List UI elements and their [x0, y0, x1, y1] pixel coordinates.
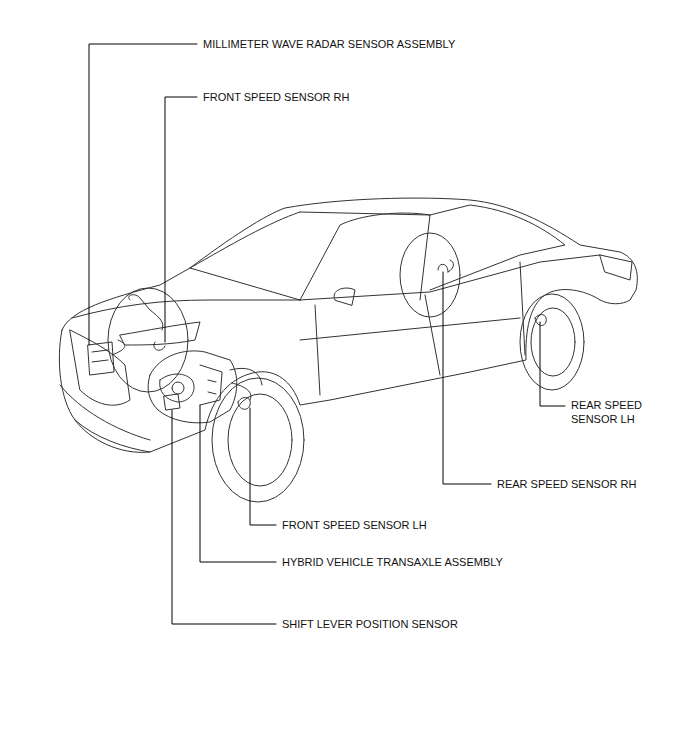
front-left-wheel-rim — [228, 394, 292, 486]
car-hood — [72, 268, 300, 318]
hybrid-transaxle — [148, 351, 262, 423]
leader-line — [250, 408, 276, 525]
part-label: REAR SPEED SENSOR LH — [571, 398, 651, 426]
leader-line — [443, 272, 491, 484]
car-beltline — [300, 255, 600, 300]
rear-speed-sensor-lh — [535, 315, 546, 326]
car-rear-window — [430, 205, 565, 290]
car-taillamp — [600, 255, 632, 280]
shift-lever-sensor — [164, 394, 180, 410]
car-windshield — [190, 212, 430, 300]
leader-line — [172, 410, 276, 624]
leader-line — [200, 405, 276, 562]
part-label: REAR SPEED SENSOR RH — [497, 477, 636, 491]
part-label: FRONT SPEED SENSOR LH — [282, 518, 427, 532]
leader-lines — [89, 44, 565, 624]
part-label: HYBRID VEHICLE TRANSAXLE ASSEMBLY — [282, 555, 503, 569]
part-label: SHIFT LEVER POSITION SENSOR — [282, 617, 458, 631]
car-mirror — [334, 288, 355, 305]
front-speed-sensor-rh — [129, 295, 165, 351]
car-bumper — [60, 385, 150, 452]
part-label: MILLIMETER WAVE RADAR SENSOR ASSEMBLY — [203, 37, 455, 51]
leader-line — [165, 97, 197, 342]
rear-left-wheel — [520, 294, 584, 390]
leader-line — [89, 44, 197, 345]
radar-sensor — [88, 340, 125, 375]
part-label: FRONT SPEED SENSOR RH — [203, 90, 350, 104]
car-grille — [70, 330, 130, 405]
front-right-wheel — [108, 288, 188, 392]
car-body — [59, 198, 637, 452]
rear-left-wheel-rim — [531, 308, 575, 376]
front-left-wheel — [212, 378, 304, 502]
leader-line — [540, 322, 565, 406]
car-doors — [300, 262, 525, 395]
rear-right-wheel — [400, 233, 460, 317]
rear-speed-sensor-rh — [438, 260, 454, 272]
